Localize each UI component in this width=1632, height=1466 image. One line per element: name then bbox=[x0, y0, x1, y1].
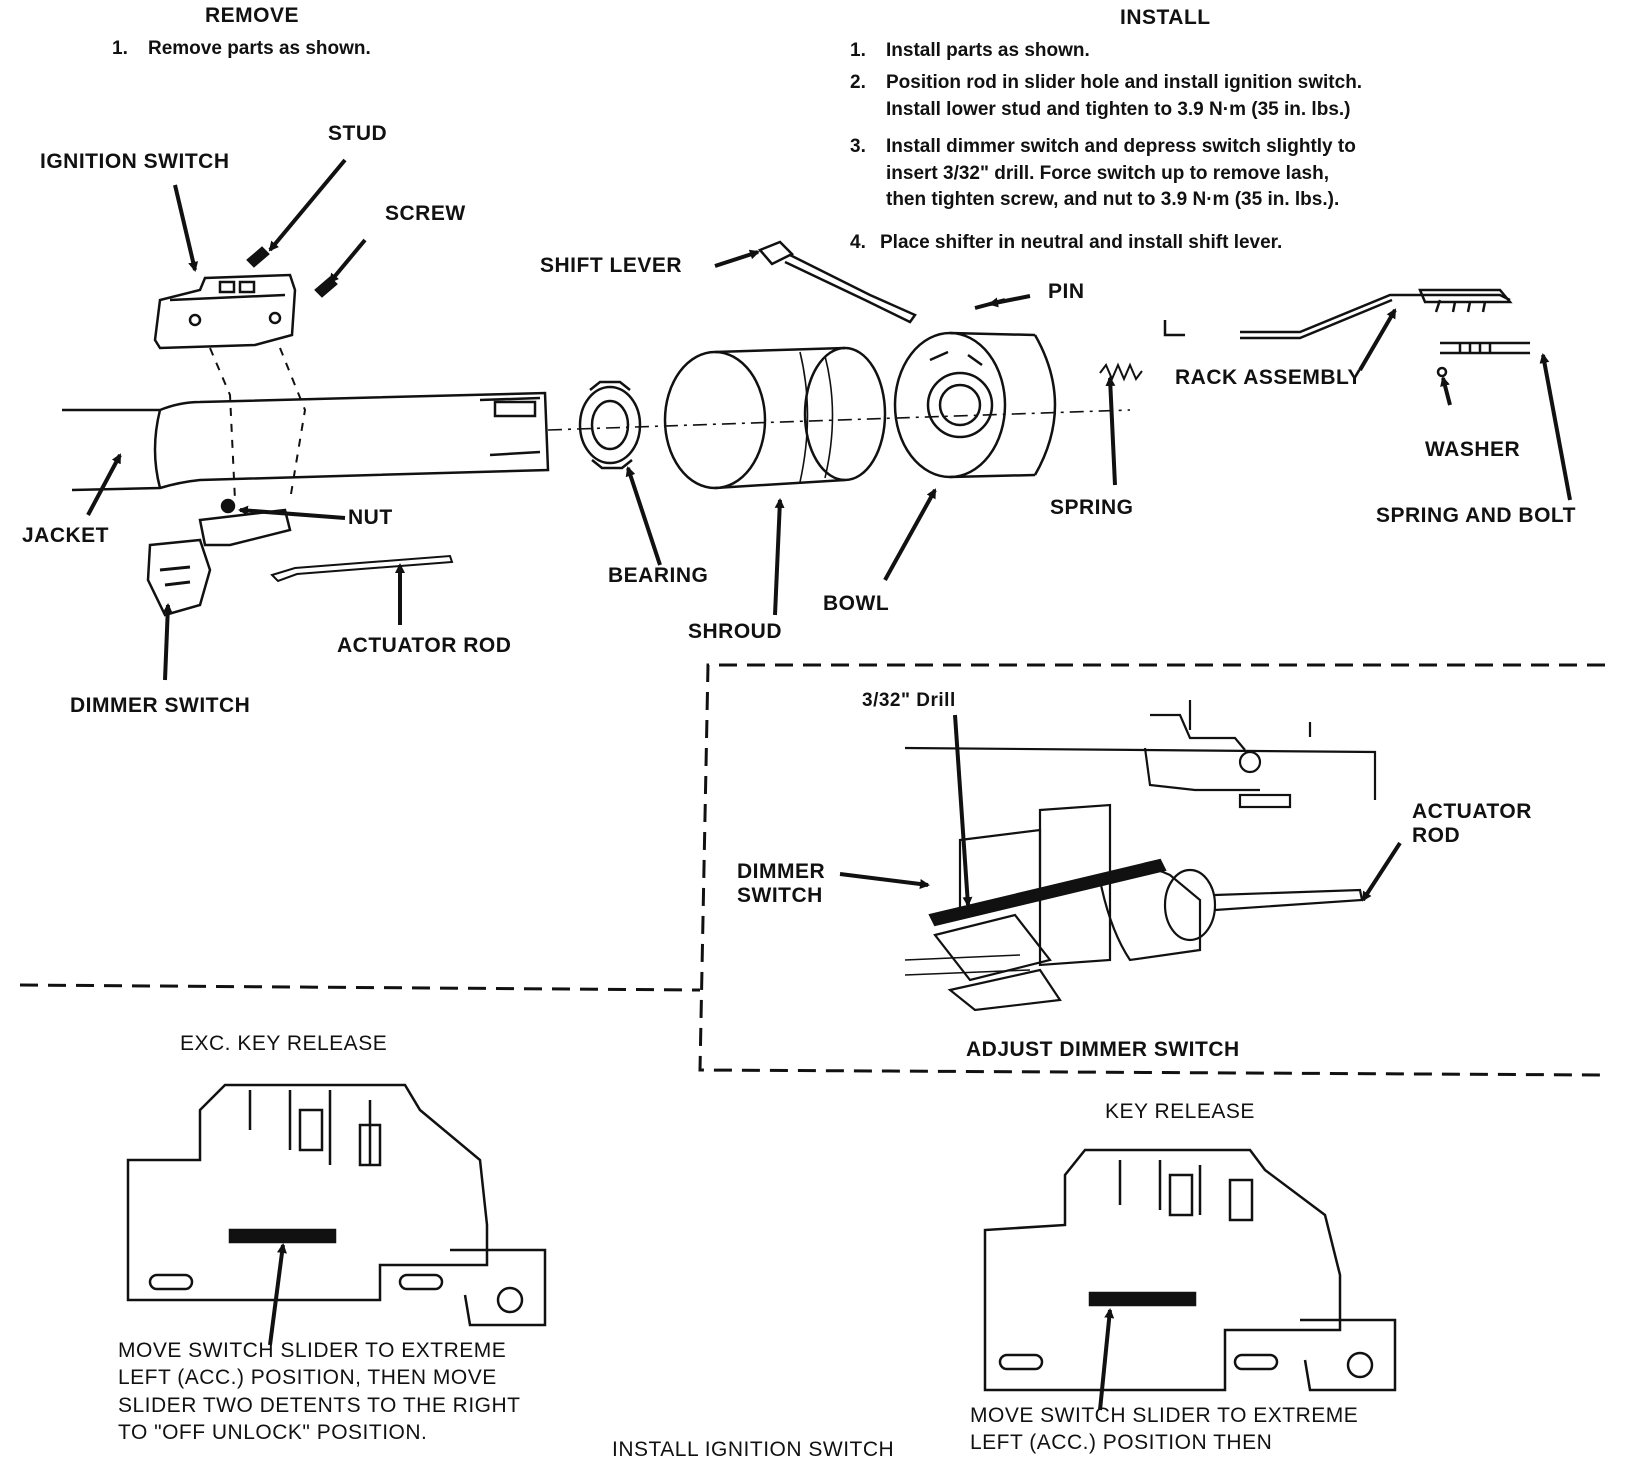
adjust-dimmer-switch-label: DIMMER SWITCH bbox=[737, 860, 826, 908]
rack-assembly-part bbox=[1163, 288, 1513, 340]
step-number: 4. bbox=[850, 232, 866, 253]
label-dimmer-switch: DIMMER SWITCH bbox=[70, 694, 251, 717]
step-text: Position rod in slider hole and install … bbox=[886, 72, 1363, 120]
label-rack-assembly: RACK ASSEMBLY bbox=[1175, 366, 1362, 389]
label-pin: PIN bbox=[1048, 280, 1085, 303]
exc-key-release-title: EXC. KEY RELEASE bbox=[180, 1032, 388, 1055]
step-number: 1. bbox=[850, 40, 866, 61]
remove-step-1: 1. Remove parts as shown. bbox=[112, 36, 371, 63]
install-heading: INSTALL bbox=[1120, 6, 1211, 29]
nut-part bbox=[220, 498, 236, 514]
dimmer-switch-part bbox=[146, 538, 212, 617]
exc-key-release-instructions: MOVE SWITCH SLIDER TO EXTREME LEFT (ACC.… bbox=[118, 1339, 521, 1444]
step-text: Place shifter in neutral and install shi… bbox=[880, 232, 1283, 253]
label-spring: SPRING bbox=[1050, 496, 1134, 519]
label-shift-lever: SHIFT LEVER bbox=[540, 254, 683, 277]
footer-caption: INSTALL IGNITION SWITCH bbox=[612, 1438, 895, 1461]
install-step-1: 1. Install parts as shown. bbox=[850, 38, 1090, 65]
exc-key-release-switch bbox=[126, 1083, 547, 1327]
ignition-switch-part bbox=[153, 273, 297, 350]
shift-lever-part bbox=[757, 240, 917, 324]
key-release-switch bbox=[983, 1148, 1397, 1392]
step-text: Remove parts as shown. bbox=[148, 38, 371, 59]
shroud-part bbox=[663, 346, 887, 490]
label-stud: STUD bbox=[328, 122, 388, 145]
label-spring-and-bolt: SPRING AND BOLT bbox=[1376, 504, 1576, 527]
label-jacket: JACKET bbox=[22, 524, 110, 547]
label-washer: WASHER bbox=[1425, 438, 1521, 461]
stud-part bbox=[246, 246, 270, 268]
spring-part bbox=[1099, 362, 1143, 382]
bowl-part bbox=[893, 331, 1057, 479]
step-number: 1. bbox=[112, 38, 128, 59]
step-text: Install dimmer switch and depress switch… bbox=[886, 136, 1356, 211]
washer-part bbox=[1436, 366, 1448, 378]
adjust-inset-illustration bbox=[904, 700, 1377, 1012]
adjust-actuator-rod-label: ACTUATOR ROD bbox=[1412, 800, 1532, 848]
label-bowl: BOWL bbox=[823, 592, 890, 615]
step-text: Install parts as shown. bbox=[886, 40, 1090, 61]
step-number: 2. bbox=[850, 72, 866, 93]
install-step-2: 2. Position rod in slider hole and instal… bbox=[850, 70, 1362, 123]
label-ignition-switch: IGNITION SWITCH bbox=[40, 150, 230, 173]
nut-bracket bbox=[198, 508, 292, 547]
step-number: 3. bbox=[850, 136, 866, 157]
bearing-part bbox=[578, 380, 642, 470]
adjust-caption: ADJUST DIMMER SWITCH bbox=[966, 1038, 1240, 1061]
adjust-inset-border bbox=[19, 663, 1606, 1077]
jacket-tube bbox=[62, 391, 550, 492]
label-shroud: SHROUD bbox=[688, 620, 783, 643]
remove-heading: REMOVE bbox=[205, 4, 300, 27]
label-actuator-rod: ACTUATOR ROD bbox=[337, 634, 512, 657]
key-release-title: KEY RELEASE bbox=[1105, 1100, 1255, 1123]
label-bearing: BEARING bbox=[608, 564, 709, 587]
spring-and-bolt-part bbox=[1440, 341, 1530, 355]
adjust-drill-label: 3/32" Drill bbox=[862, 690, 956, 711]
install-step-3: 3. Install dimmer switch and depress swit… bbox=[850, 134, 1356, 214]
key-release-instructions: MOVE SWITCH SLIDER TO EXTREME LEFT (ACC.… bbox=[970, 1404, 1359, 1455]
label-screw: SCREW bbox=[385, 202, 466, 225]
install-step-4: 4. Place shifter in neutral and install s… bbox=[850, 230, 1282, 257]
actuator-rod-part bbox=[270, 554, 454, 583]
label-nut: NUT bbox=[348, 506, 393, 529]
